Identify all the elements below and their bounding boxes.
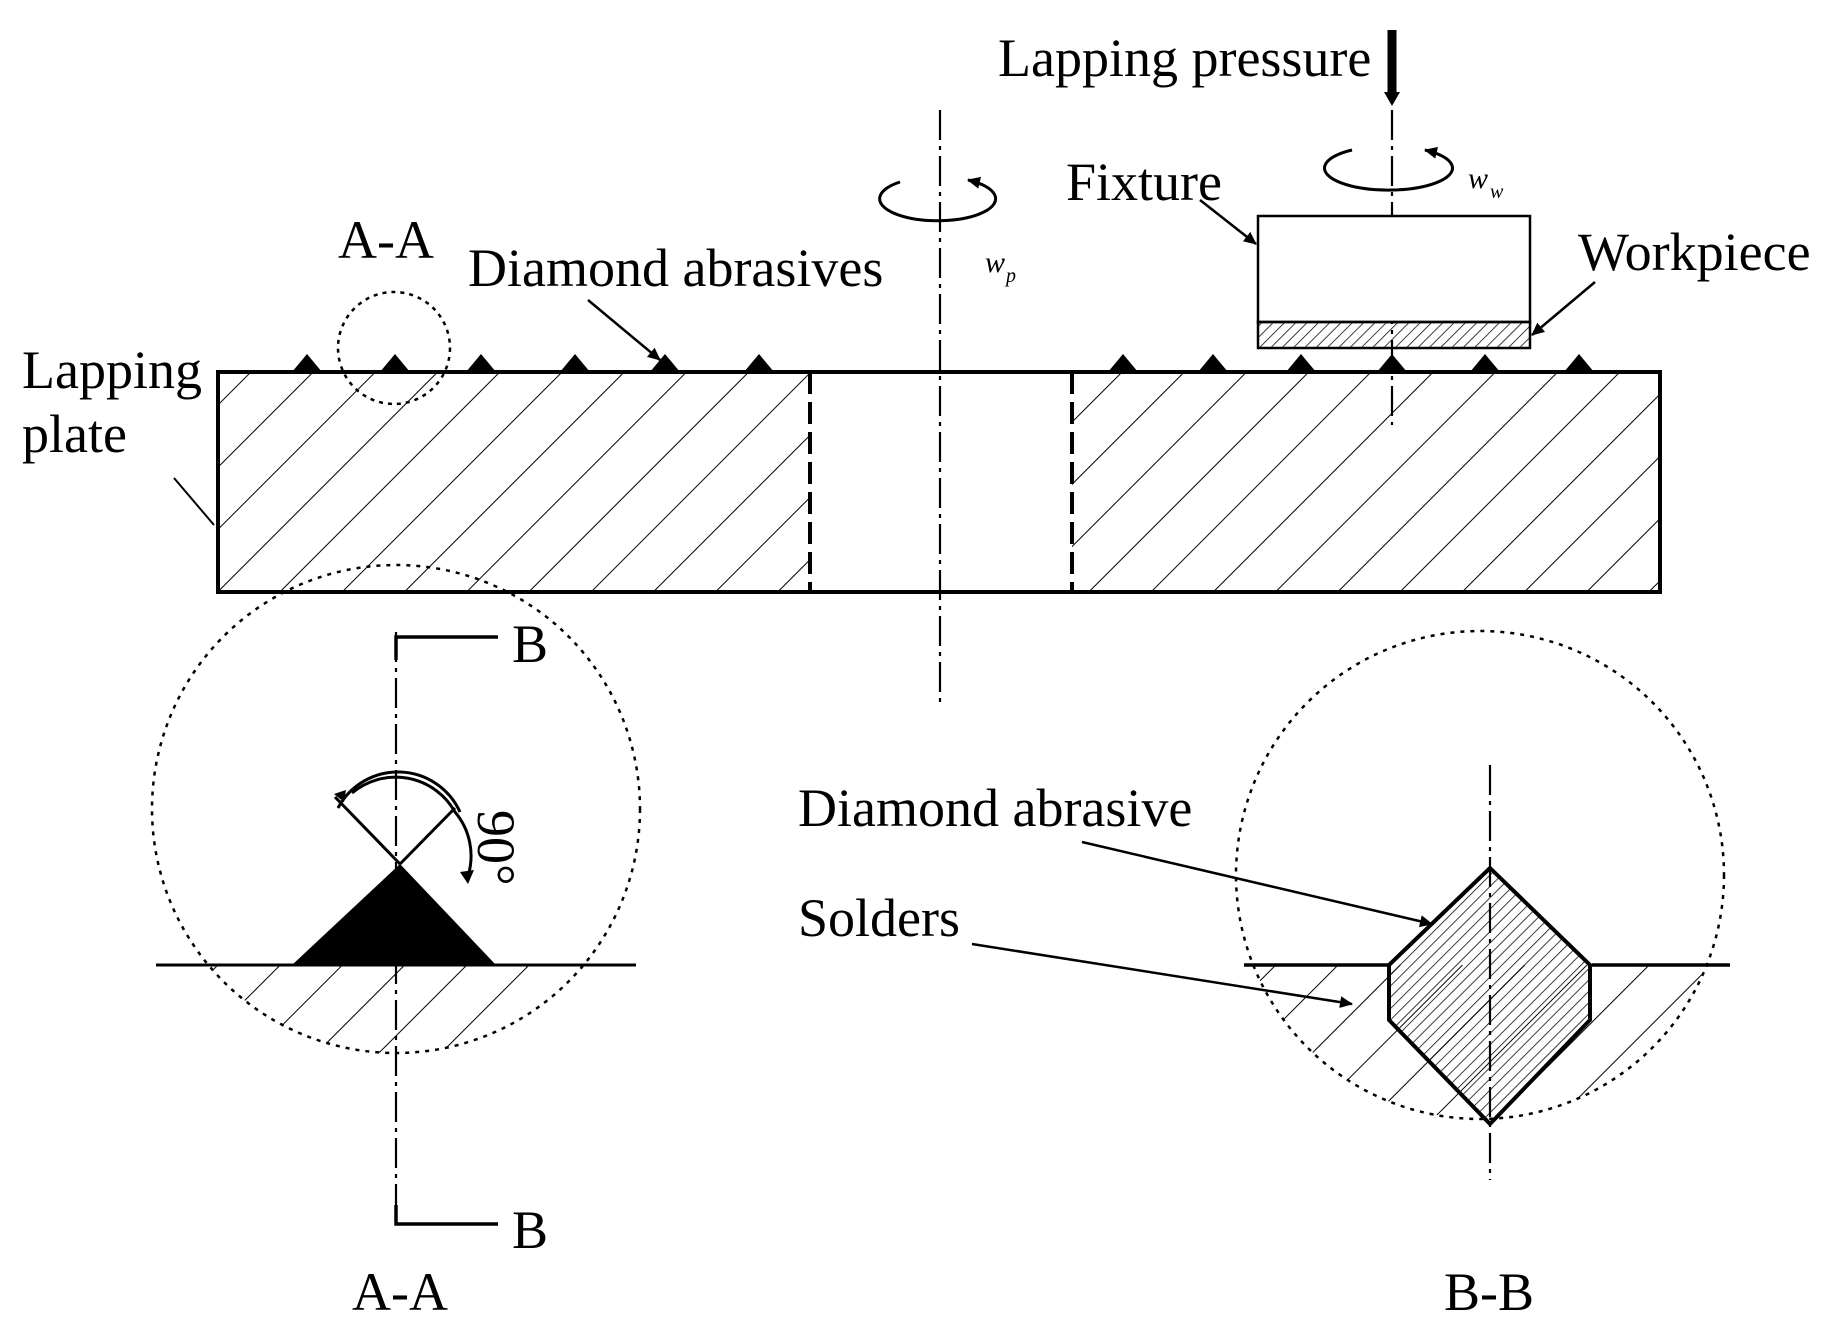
fixture-label: Fixture — [1066, 152, 1222, 212]
diamond-abrasive — [1564, 354, 1594, 372]
diamond-abrasive — [466, 354, 496, 372]
workpiece-rotation-subscript: w — [1490, 181, 1504, 203]
section-aa-marker-label: A-A — [338, 210, 434, 270]
workpiece-block — [1256, 320, 1532, 350]
fixture-leader — [1199, 199, 1257, 245]
diamond-abrasives-row — [292, 354, 1594, 372]
angle-arc — [336, 770, 462, 813]
diamond-abrasive — [1470, 354, 1500, 372]
section-b-top-label: B — [512, 614, 548, 674]
diamond-abrasive — [1198, 354, 1228, 372]
plate-rotation-symbol: w — [985, 246, 1005, 279]
workpiece-rotation-symbol: w — [1468, 162, 1488, 195]
lapping-pressure-arrow — [1384, 30, 1400, 106]
plate-rotation-subscript: p — [1004, 265, 1016, 287]
lapping-plate-leader — [173, 477, 215, 526]
plate-rotation-arrow — [878, 176, 998, 223]
diamond-abrasive — [1108, 354, 1138, 372]
lapping-pressure-label: Lapping pressure — [998, 28, 1371, 88]
diamond-abrasive-leader — [1081, 840, 1433, 928]
workpiece-leader — [1531, 281, 1596, 336]
lapping-plate-label-line1: Lapping — [22, 340, 202, 400]
section-b-bottom-label: B — [512, 1200, 548, 1260]
diamond-abrasives-leader — [587, 299, 661, 361]
diamond-abrasive — [292, 354, 322, 372]
lapping-plate — [216, 370, 1662, 594]
caption-bb: B-B — [1444, 1262, 1534, 1322]
workpiece-rotation-arrow — [1323, 146, 1454, 192]
caption-aa: A-A — [352, 1262, 448, 1322]
solders-label: Solders — [798, 888, 960, 948]
fixture-block — [1256, 214, 1532, 324]
diamond-abrasive — [1286, 354, 1316, 372]
diamond-abrasive-triangle — [292, 864, 496, 965]
solders-leader — [971, 942, 1353, 1009]
diamond-abrasive — [1377, 354, 1407, 372]
workpiece-label: Workpiece — [1578, 222, 1811, 282]
detail-aa — [150, 563, 642, 1222]
diamond-abrasive — [650, 354, 680, 372]
diamond-abrasive-label: Diamond abrasive — [798, 778, 1192, 838]
angle-label: 90° — [466, 810, 526, 886]
section-aa-marker-circle — [336, 290, 452, 406]
diamond-abrasive — [380, 354, 410, 372]
diamond-abrasives-label: Diamond abrasives — [468, 238, 883, 298]
diamond-abrasive — [744, 354, 774, 372]
section-bb-cut-lines — [394, 635, 498, 1226]
diamond-abrasive — [560, 354, 590, 372]
lapping-plate-label-line2: plate — [22, 404, 127, 464]
detail-bb — [1234, 629, 1730, 1180]
